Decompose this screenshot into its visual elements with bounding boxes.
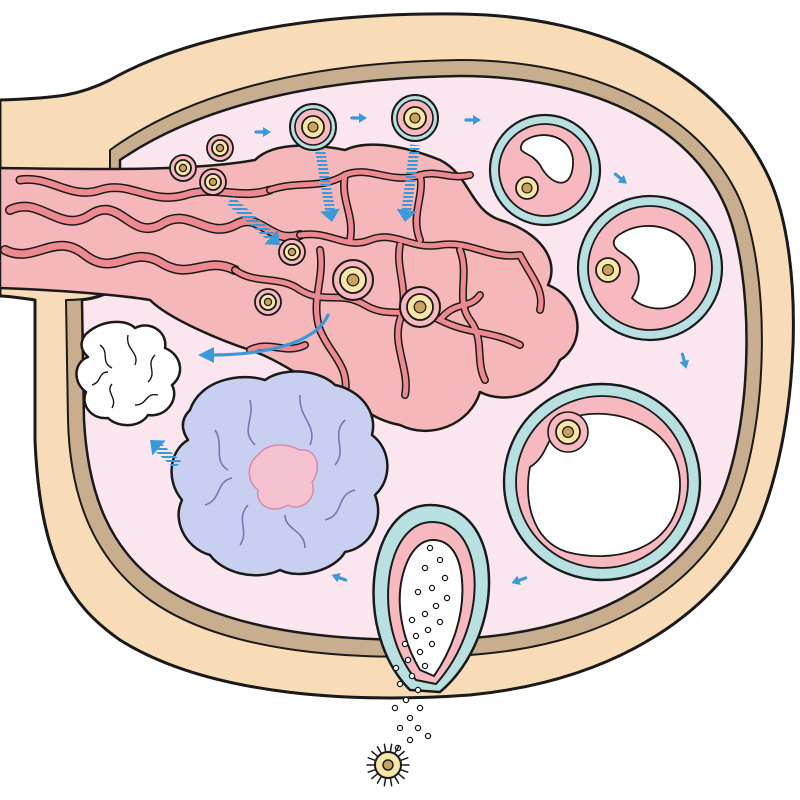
curved-arrow — [198, 313, 330, 363]
released-oocyte — [366, 743, 410, 787]
striped-arrow — [226, 196, 280, 245]
sequence-arrow — [464, 115, 481, 125]
primordial-follicle — [199, 168, 227, 196]
mature-follicle — [502, 382, 702, 582]
sequence-arrow — [679, 352, 690, 369]
striped-arrow — [396, 144, 420, 222]
sequence-arrow — [350, 113, 367, 123]
growing-follicle — [332, 259, 374, 301]
primordial-follicle — [169, 154, 197, 182]
sequence-arrow — [511, 575, 528, 586]
striped-arrow — [150, 440, 182, 469]
sequence-arrow — [331, 572, 348, 583]
secondary-follicle — [391, 94, 439, 142]
released-oocyte-trail — [391, 544, 451, 752]
corpus-albicans — [75, 320, 182, 427]
primordial-follicle — [254, 288, 282, 316]
sequence-arrow — [254, 127, 271, 137]
corpus-luteum — [170, 370, 389, 577]
sequence-arrows — [150, 113, 690, 586]
sequence-arrow — [613, 172, 627, 184]
early-antral-follicle — [488, 113, 602, 227]
primordial-follicle — [206, 134, 234, 162]
primordial-follicle — [278, 238, 306, 266]
antral-follicle — [576, 194, 724, 342]
striped-arrow — [315, 149, 340, 222]
growing-follicle — [399, 286, 441, 328]
primary-follicle — [289, 103, 337, 151]
